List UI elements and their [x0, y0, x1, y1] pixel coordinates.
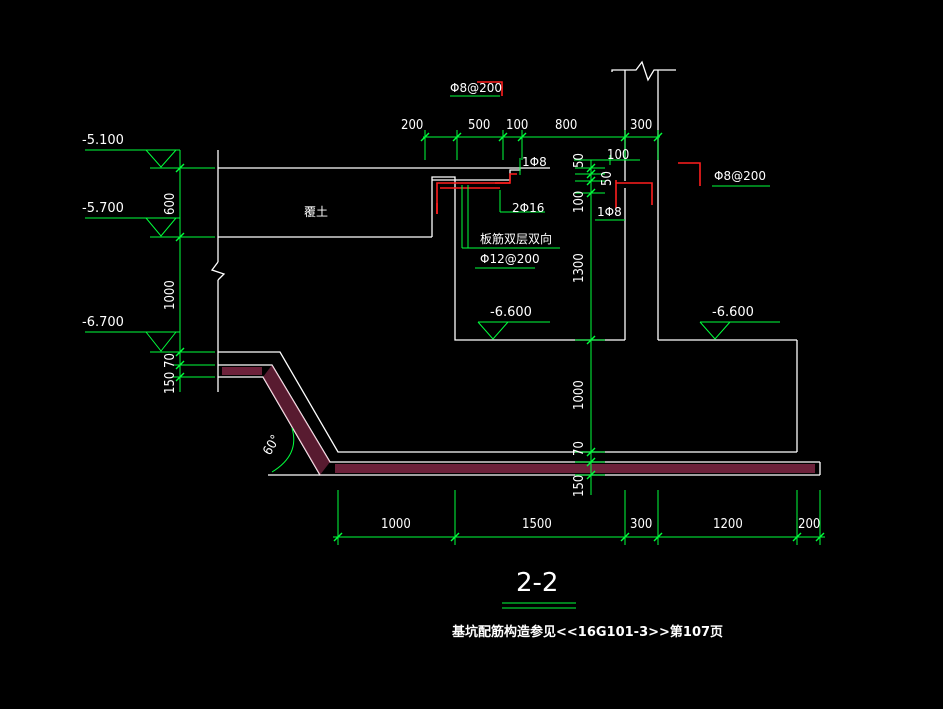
dimension-lines: [150, 95, 825, 545]
dim-top-0: 200: [401, 118, 423, 133]
dim-bottom-4: 200: [798, 517, 820, 532]
dim-bottom-1: 1500: [522, 517, 552, 532]
rebar-1phi8-side: 1Φ8: [597, 205, 622, 219]
structure-outline: [210, 60, 821, 476]
level-label-3: -6.700: [82, 315, 124, 330]
angle-label: 60°: [260, 433, 283, 458]
level-markers: [85, 149, 780, 352]
cushion-hatch: [222, 367, 815, 473]
dim-left-0: 600: [163, 193, 178, 215]
dim-left-1: 1000: [163, 280, 178, 310]
dim-top-1: 500: [468, 118, 490, 133]
dim-left-2: 70: [163, 353, 178, 368]
dim-center-1: 50: [600, 171, 615, 186]
level-label-5: -6.600: [712, 305, 754, 320]
rebar-slab: Φ12@200: [480, 252, 540, 266]
dim-center-0: 50: [572, 153, 587, 168]
section-note: 基坑配筋构造参见<<16G101-3>>第107页: [451, 624, 723, 640]
dim-bottom-3: 1200: [713, 517, 743, 532]
dim-left-3: 150: [163, 372, 178, 394]
cushion-slope-hatch: [263, 365, 330, 475]
dim-center-4: 1000: [572, 380, 587, 410]
level-label-2: -5.700: [82, 201, 124, 216]
dim-top-100: 100: [607, 148, 629, 163]
dim-center-3: 1300: [572, 253, 587, 283]
dim-bottom-2: 300: [630, 517, 652, 532]
slab-label: 板筋双层双向: [480, 231, 552, 246]
level-label-4: -6.600: [490, 305, 532, 320]
dim-bottom-0: 1000: [381, 517, 411, 532]
rebar-top-stirrup: Φ8@200: [450, 81, 502, 95]
rebar-1phi8-top: 1Φ8: [522, 155, 547, 169]
rebar-lines: [436, 81, 701, 214]
dim-top-2: 100: [506, 118, 528, 133]
section-title: 2-2: [516, 568, 558, 598]
level-label-1: -5.100: [82, 133, 124, 148]
dim-center-2: 100: [572, 191, 587, 213]
rebar-right-stirrup: Φ8@200: [714, 169, 766, 183]
fill-label: 覆土: [304, 205, 328, 219]
dim-top-4: 300: [630, 118, 652, 133]
rebar-2phi16: 2Φ16: [512, 201, 544, 215]
dim-center-6: 150: [572, 475, 587, 497]
dim-top-3: 800: [555, 118, 577, 133]
dim-center-5: 70: [572, 441, 587, 456]
